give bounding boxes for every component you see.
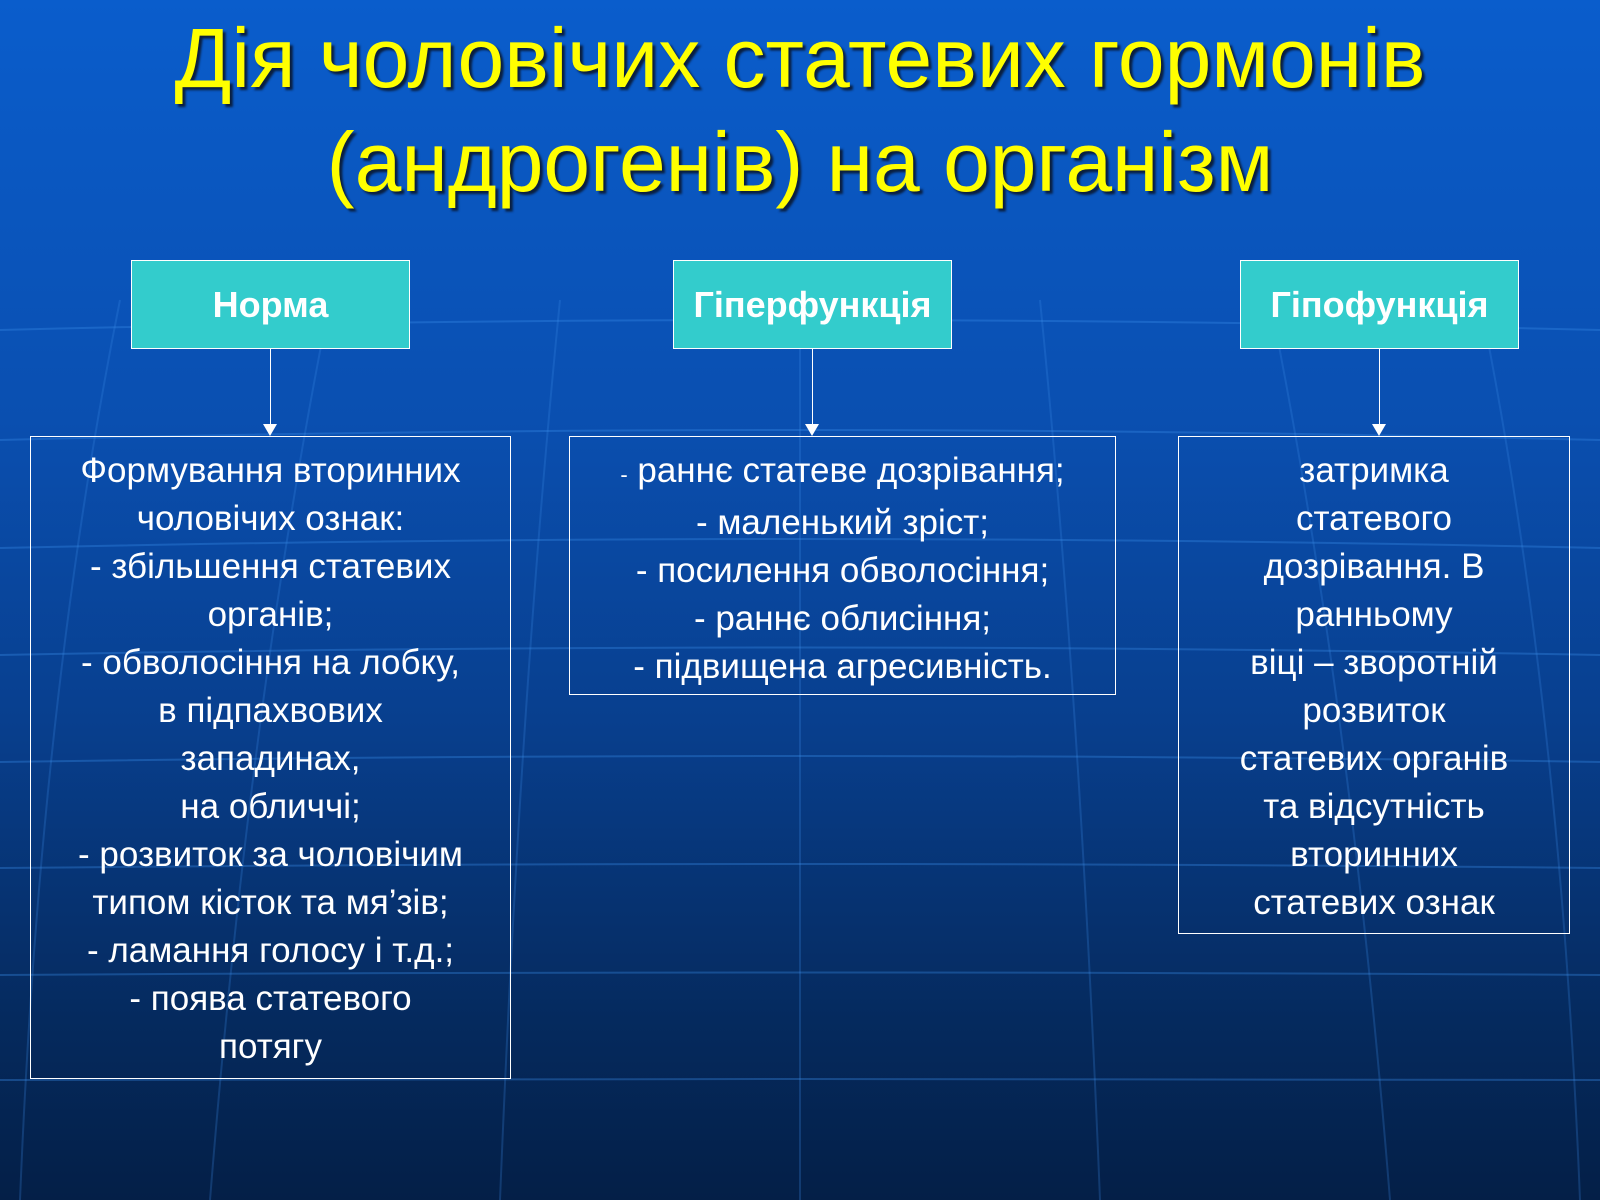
header-hyperfunction: Гіперфункція (673, 260, 952, 349)
hypo-line: ранньому (1295, 595, 1453, 634)
norm-line: Формування вторинних (80, 451, 461, 490)
header-hypofunction: Гіпофункція (1240, 260, 1519, 349)
hypo-line: статевих ознак (1253, 883, 1495, 922)
hyper-line: - підвищена агресивність. (633, 647, 1052, 686)
hypo-line: дозрівання. В (1263, 547, 1485, 586)
hypo-line: вторинних (1290, 835, 1458, 874)
slide-title: Дія чоловічих статевих гормонів (андроге… (0, 6, 1600, 214)
hypo-line: та відсутність (1263, 787, 1485, 826)
norm-line: органів; (207, 595, 334, 634)
connector-norm (270, 349, 271, 424)
hyper-line: - маленький зріст; (695, 503, 990, 542)
hyper-first-dash: - (620, 462, 628, 487)
hyper-line: - раннє облисіння; (693, 599, 992, 638)
norm-line: в підпахвових (158, 691, 383, 730)
connector-hypofunction (1379, 349, 1380, 424)
hypo-line: затримка (1299, 451, 1449, 490)
hyper-first-text: раннє статеве дозрівання; (627, 451, 1065, 490)
norm-line: - ламання голосу і т.д.; (86, 931, 455, 970)
norm-line: типом кісток та мя’зів; (92, 883, 449, 922)
norm-line: - поява статевого (129, 979, 412, 1018)
norm-line: чоловічих ознак: (136, 499, 405, 538)
box-hyperfunction-effects: - раннє статеве дозрівання; - маленький … (569, 436, 1116, 695)
box-hypofunction-effects: затримка статевого дозрівання. В ранньом… (1178, 436, 1570, 934)
box-norm-effects: Формування вторинних чоловічих ознак: - … (30, 436, 511, 1079)
hyper-line: - раннє статеве дозрівання; (576, 447, 1109, 499)
hypo-line: віці – зворотній (1250, 643, 1498, 682)
header-norm: Норма (131, 260, 410, 349)
hypo-line: статевих органів (1239, 739, 1509, 778)
hypo-line: розвиток (1302, 691, 1446, 730)
title-line-2: (андрогенів) на організм (326, 115, 1274, 209)
norm-line: западинах, (180, 739, 361, 778)
hyper-line: - посилення обволосіння; (635, 551, 1050, 590)
arrow-hypofunction (1372, 424, 1386, 436)
norm-line: - збільшення статевих (90, 547, 451, 586)
arrow-hyperfunction (805, 424, 819, 436)
title-line-1: Дія чоловічих статевих гормонів (174, 11, 1426, 105)
hypo-line: статевого (1295, 499, 1453, 538)
norm-line: потягу (219, 1027, 322, 1066)
norm-line: - обволосіння на лобку, (81, 643, 460, 682)
connector-hyperfunction (812, 349, 813, 424)
arrow-norm (263, 424, 277, 436)
norm-line: - розвиток за чоловічим (78, 835, 463, 874)
norm-line: на обличчі; (180, 787, 361, 826)
